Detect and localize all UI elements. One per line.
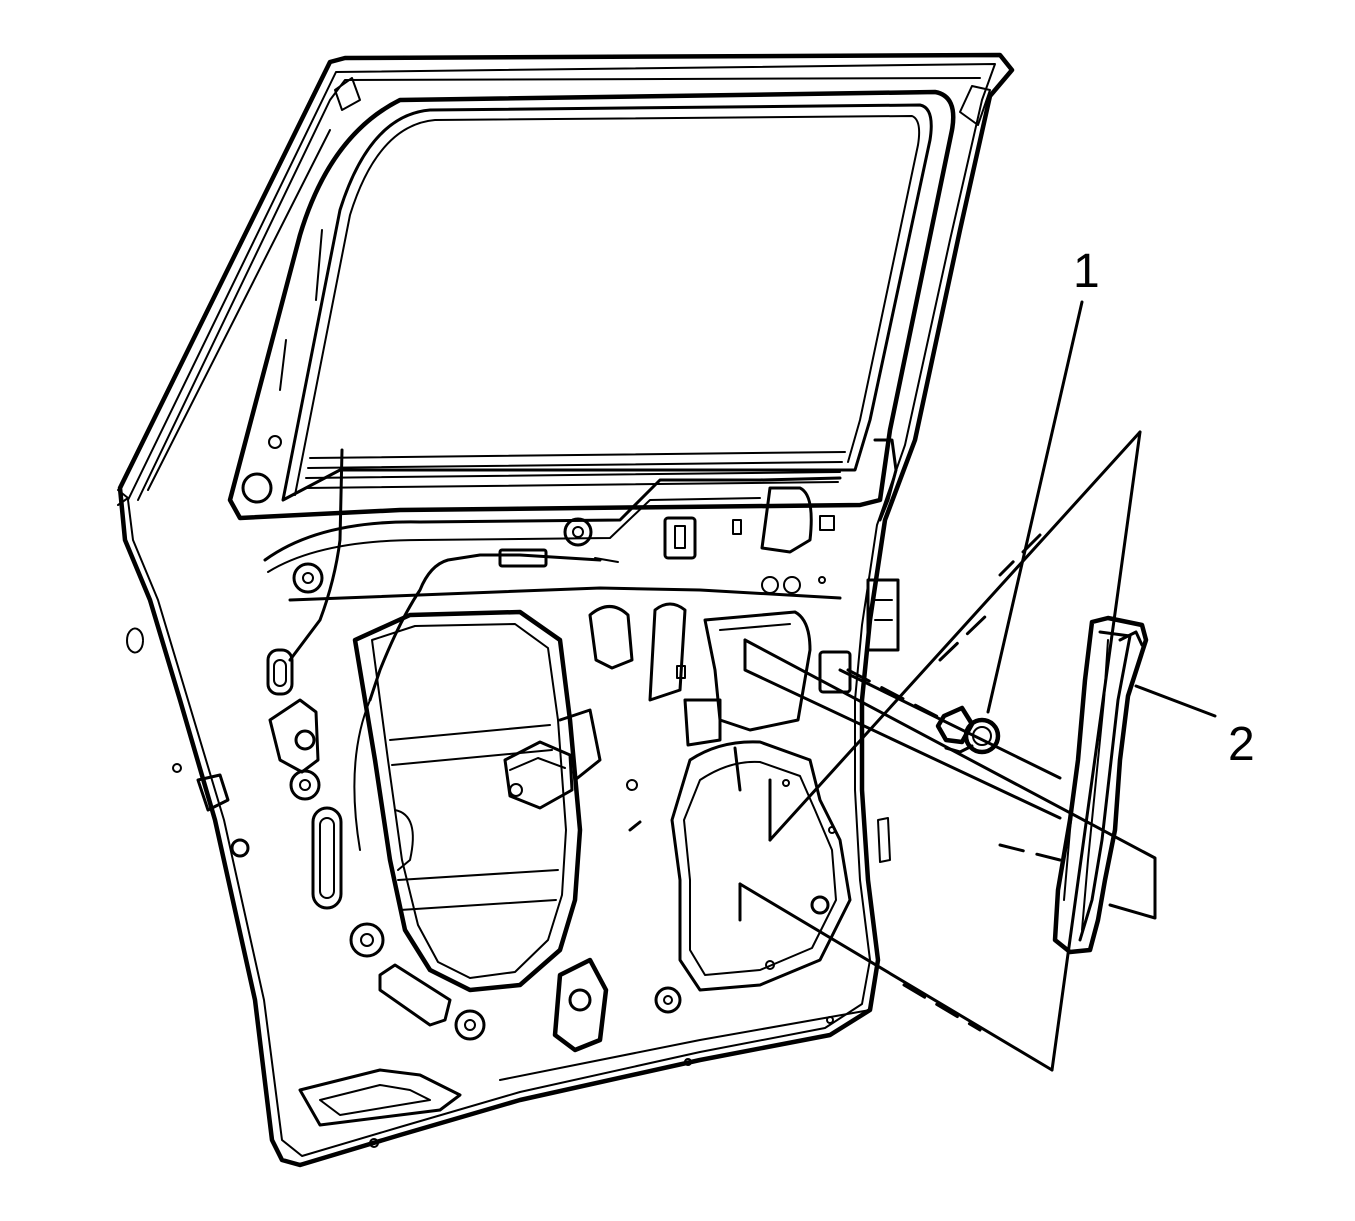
callout-1-label: 1: [1073, 245, 1100, 298]
callout-2-label: 2: [1228, 718, 1255, 771]
door-outer-panel: [117, 52, 1015, 1168]
callout-2: 2: [1134, 684, 1255, 771]
callout-1-leader: [986, 300, 1084, 714]
bolt-part: [935, 705, 1001, 755]
callout-2-leader: [1134, 684, 1217, 718]
window-frame: [227, 77, 991, 521]
exploded-view-lines: [738, 430, 1157, 1072]
callout-1: 1: [986, 245, 1100, 714]
door-inner-panel: [126, 438, 900, 1148]
rear-window-channel-part: [1052, 615, 1149, 955]
